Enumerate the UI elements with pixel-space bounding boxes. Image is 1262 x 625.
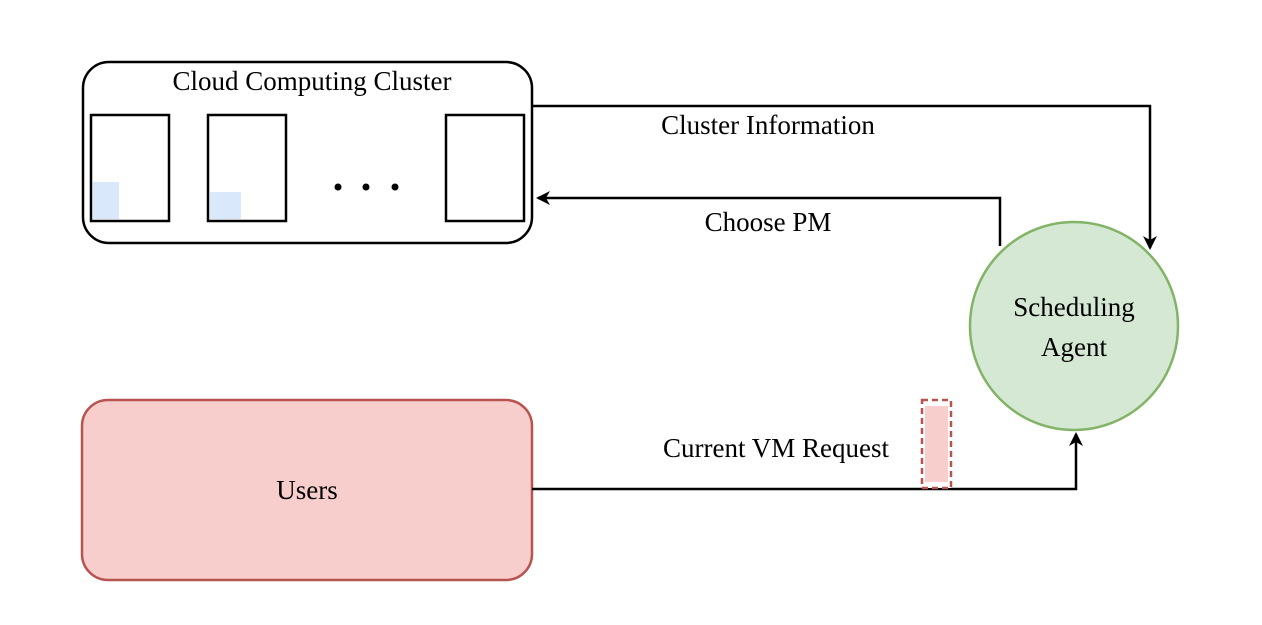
ellipsis-dot	[334, 183, 342, 191]
pm-2-usage	[210, 192, 241, 219]
choose-pm-arrow	[536, 191, 1002, 246]
cluster-info-label: Cluster Information	[661, 110, 875, 140]
users-label: Users	[276, 475, 338, 505]
scheduling-agent: Scheduling Agent	[968, 220, 1180, 432]
choose-pm-label: Choose PM	[705, 207, 832, 237]
ellipsis-dots	[334, 183, 399, 191]
physical-machine-1	[89, 113, 171, 223]
edge-vm-request: Current VM Request	[532, 398, 1083, 491]
ellipsis-dot	[362, 183, 370, 191]
physical-machine-2	[206, 113, 288, 223]
edge-choose-pm: Choose PM	[536, 191, 1002, 246]
edge-cluster-information: Cluster Information	[532, 104, 1157, 250]
ellipsis-dot	[391, 183, 399, 191]
cluster-box	[81, 60, 534, 245]
pm-1-usage	[93, 182, 119, 219]
agent-circle	[968, 220, 1180, 432]
vm-request-label: Current VM Request	[663, 433, 889, 463]
cluster-title: Cloud Computing Cluster	[172, 66, 451, 96]
vm-request-arrow	[532, 432, 1083, 491]
pm-n-box	[444, 113, 526, 223]
vm-request-marker-fill	[925, 406, 948, 482]
physical-machine-n	[444, 113, 526, 223]
users-node: Users	[80, 398, 534, 582]
agent-label-line2: Agent	[1041, 332, 1107, 362]
cluster-info-arrow	[532, 104, 1157, 250]
agent-label-line1: Scheduling	[1013, 292, 1135, 322]
cloud-computing-cluster: Cloud Computing Cluster	[81, 60, 534, 245]
